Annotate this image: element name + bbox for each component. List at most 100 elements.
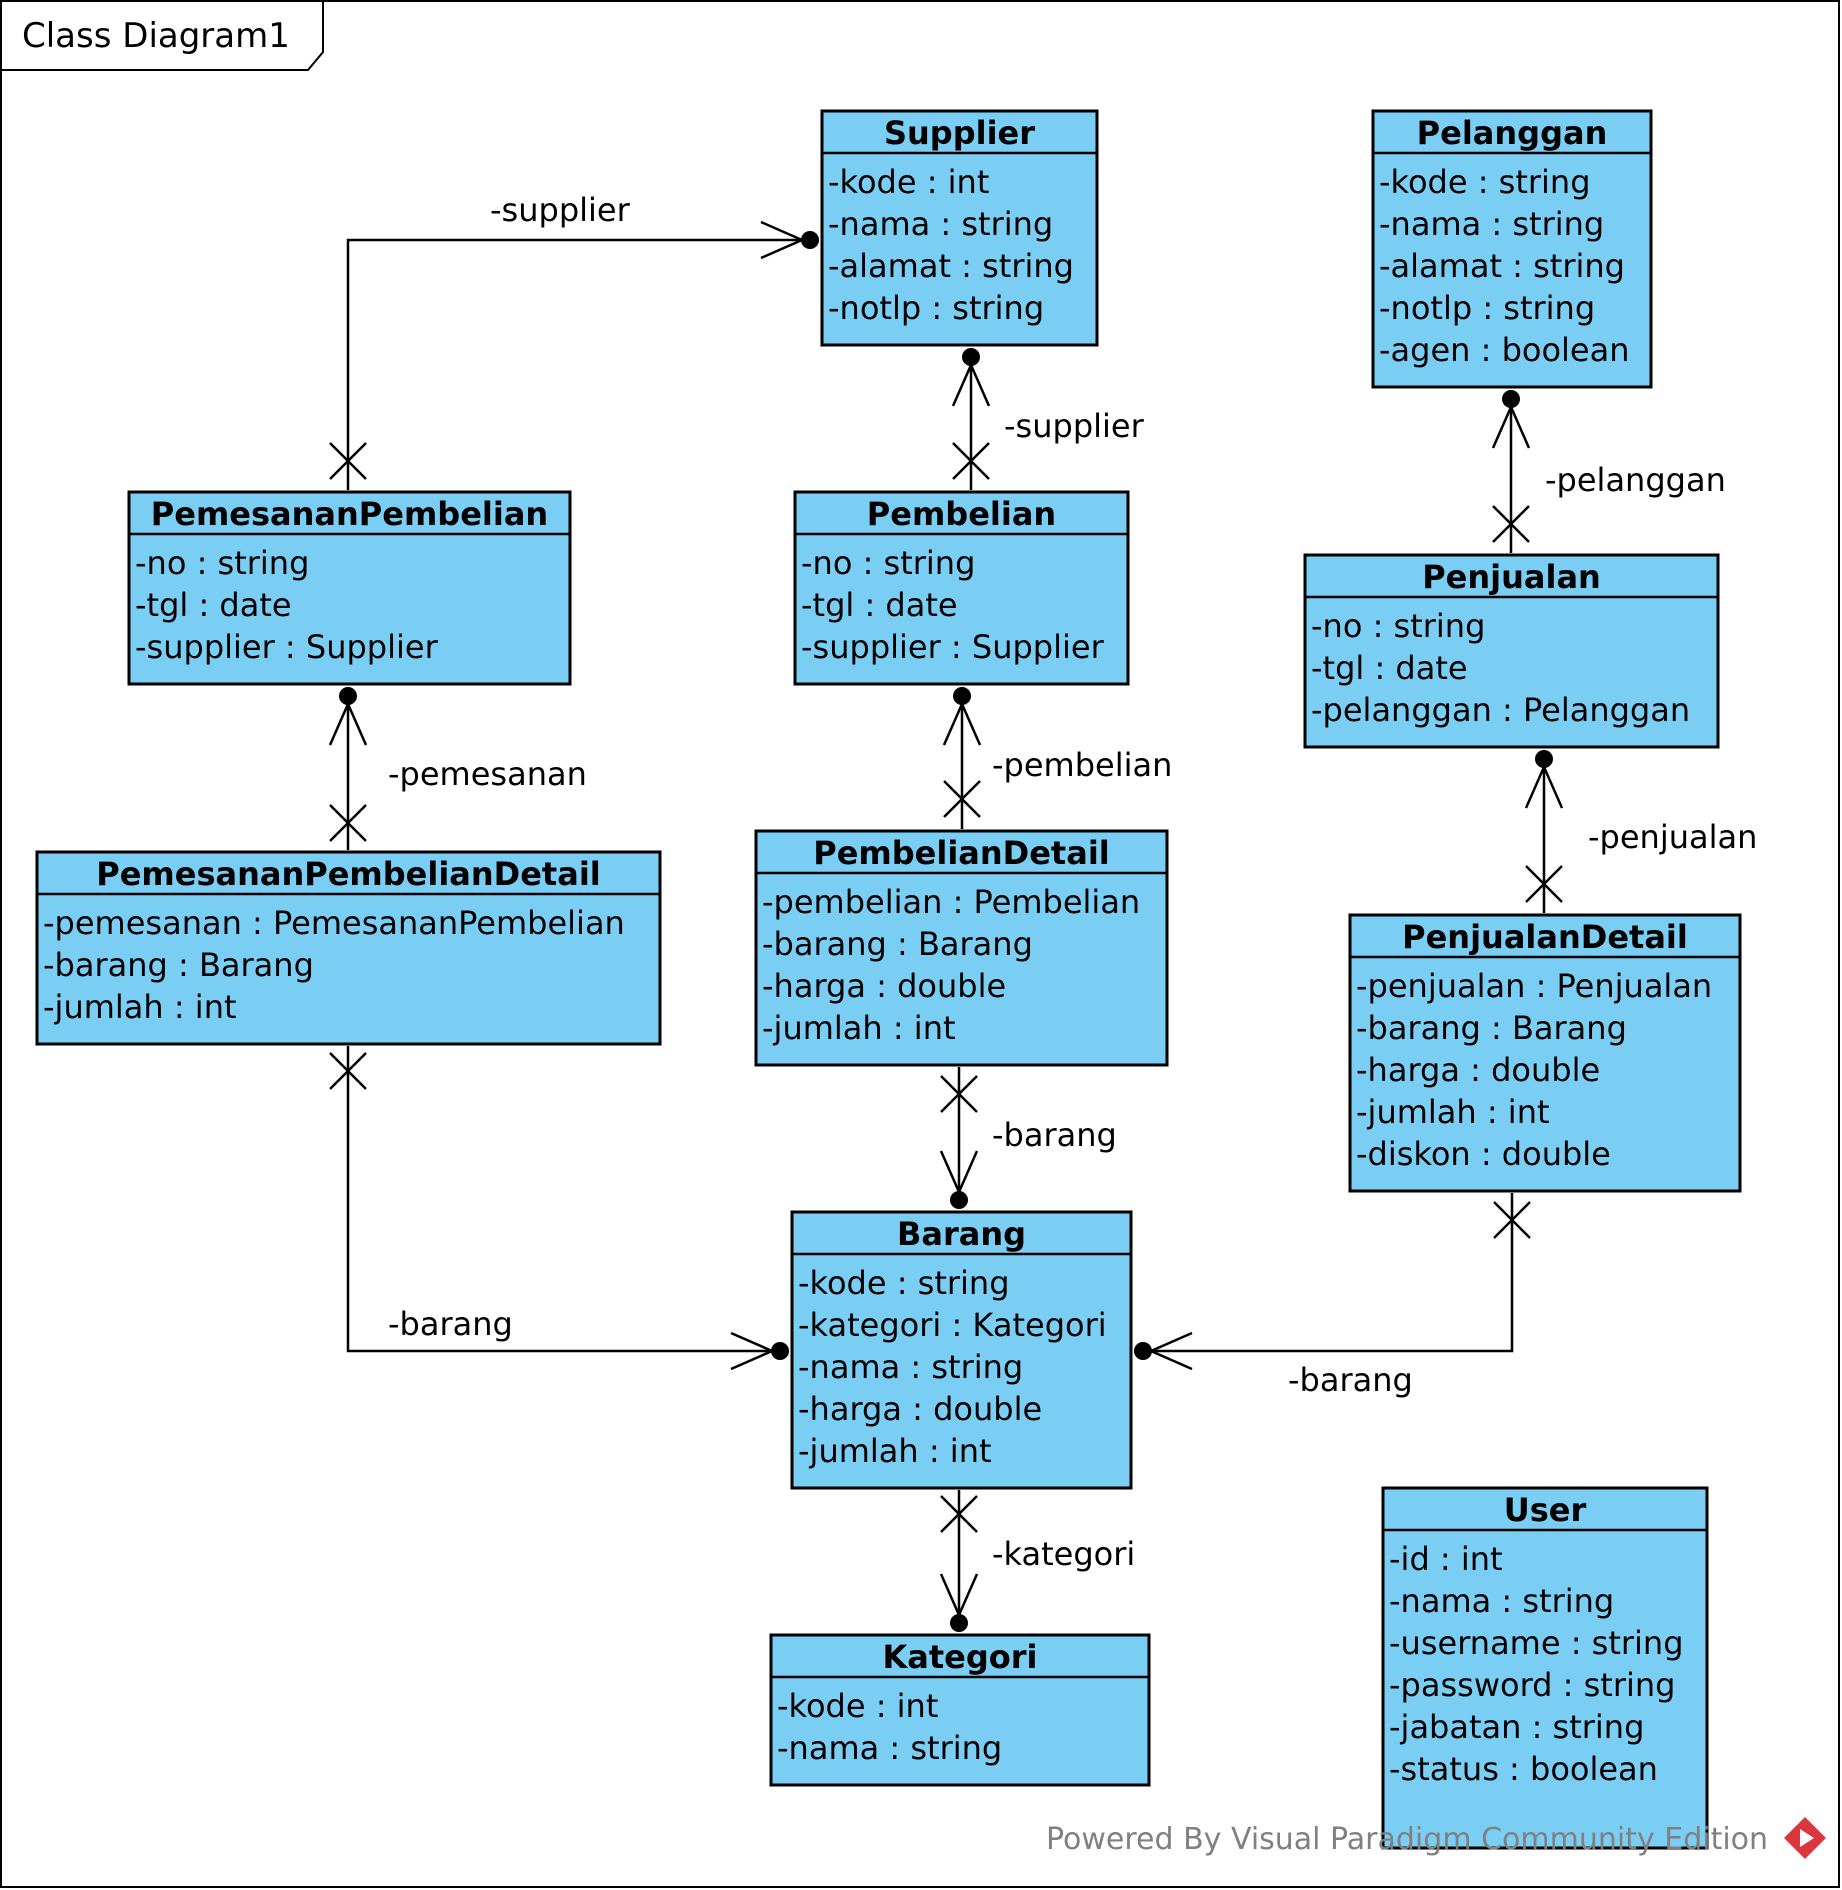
association-end-kategori-icon [939,1573,979,1632]
role-label-barang-kategori: -kategori [992,1535,1135,1573]
diagram-frame-tab [1,1,324,71]
class-box-barang[interactable]: Barang -kode : string -kategori : Kategori… [790,1210,1133,1490]
class-attribute: -nama : string [1379,205,1604,243]
class-name-penjualan-detail: PenjualanDetail [1402,918,1688,956]
class-attribute: -kategori : Kategori [798,1306,1107,1344]
class-box-supplier[interactable]: Supplier -kode : int -nama : string -alamat… [820,109,1099,347]
class-attribute: -supplier : Supplier [801,628,1105,666]
class-name-pemesanan-pembelian-detail: PemesananPembelianDetail [96,855,601,893]
role-label-pb-supplier: -supplier [1004,407,1145,445]
association-cross-icon [940,1075,978,1113]
diagram-title: Class Diagram1 [22,16,290,56]
role-label-pbd-pembelian: -pembelian [992,746,1172,784]
visual-paradigm-logo-icon [1784,1817,1826,1859]
class-box-penjualan[interactable]: Penjualan-no : string-tgl : date-pelangg… [1303,553,1720,749]
class-attribute: -tgl : date [135,586,292,624]
class-attribute: -username : string [1389,1624,1684,1662]
association-cross-icon [1525,865,1563,903]
class-attribute: -status : boolean [1389,1750,1658,1788]
class-attribute: -barang : Barang [762,925,1033,963]
class-attribute: -harga : double [798,1390,1042,1428]
role-label-pjd-penjualan: -penjualan [1588,818,1757,856]
association-end-pemesanan-icon [328,687,368,746]
role-label-pp-supplier: -supplier [490,191,631,229]
class-attribute: -jumlah : int [1356,1093,1550,1131]
association-cross-icon [329,442,367,480]
class-attribute: -notlp : string [828,289,1044,327]
class-name-user: User [1504,1491,1587,1529]
class-attribute: -nama : string [828,205,1053,243]
class-box-kategori[interactable]: Kategori-kode : int-nama : string [769,1633,1151,1787]
class-box-pelanggan[interactable]: Pelanggan -kode : string -nama : string -al… [1371,109,1653,389]
association-lines [328,220,1564,1632]
class-box-body [820,109,1099,347]
class-attribute: -tgl : date [1311,649,1468,687]
class-name-pelanggan: Pelanggan [1417,114,1608,152]
class-boxes: Supplier -kode : int -nama : string -alamat… [35,109,1742,1850]
association-end-pelanggan-icon [1491,390,1531,449]
class-box-body [127,490,572,686]
class-attribute: -harga : double [1356,1051,1600,1089]
association-pjd-barang [1143,1193,1514,1353]
class-attribute: -diskon : double [1356,1135,1611,1173]
association-cross-icon [1492,505,1530,543]
class-box-body [1348,913,1742,1193]
association-end-barang-icon [1134,1331,1193,1371]
association-end-barang-icon [730,1331,789,1371]
class-box-pemesanan-pembelian[interactable]: PemesananPembelian -no : string -tgl : dat… [127,490,572,686]
class-attribute: -alamat : string [828,247,1074,285]
class-attribute: -notlp : string [1379,289,1595,327]
class-attribute: -nama : string [1389,1582,1614,1620]
class-attribute: -penjualan : Penjualan [1356,967,1712,1005]
class-attribute: -barang : Barang [1356,1009,1627,1047]
association-cross-icon [329,804,367,842]
class-box-user[interactable]: User-id : int -nama : string -username : s… [1381,1486,1709,1850]
class-attribute: -jabatan : string [1389,1708,1644,1746]
class-attribute: -no : string [801,544,975,582]
class-attribute: -pelanggan : Pelanggan [1311,691,1690,729]
class-attribute: -no : string [135,544,309,582]
association-end-supplier-icon [760,220,819,260]
class-attribute: -nama : string [798,1348,1023,1386]
class-box-body [769,1633,1151,1787]
class-name-supplier: Supplier [884,114,1035,152]
class-box-body [35,850,662,1046]
class-attribute: -jumlah : int [798,1432,992,1470]
role-label-ppd-barang: -barang [388,1305,513,1343]
class-attribute: -pembelian : Pembelian [762,883,1140,921]
association-end-barang-icon [939,1150,979,1209]
class-name-kategori: Kategori [882,1638,1037,1676]
class-attribute: -supplier : Supplier [135,628,439,666]
class-box-pembelian[interactable]: Pembelian -no : string -tgl : date -supplie… [793,490,1130,686]
association-end-supplier-icon [951,348,991,407]
footer-watermark: Powered By Visual Paradigm Community Edi… [1046,1822,1768,1857]
class-name-barang: Barang [897,1215,1026,1253]
class-attribute: -tgl : date [801,586,958,624]
role-label-pj-pelanggan: -pelanggan [1545,461,1726,499]
role-label-pjd-barang: -barang [1288,1361,1413,1399]
class-attribute: -kode : int [828,163,989,201]
class-attribute: -kode : string [798,1264,1010,1302]
class-box-body [1381,1486,1709,1850]
class-box-penjualan-detail[interactable]: PenjualanDetail -penjualan : Penjualan -ba… [1348,913,1742,1193]
class-box-body [790,1210,1133,1490]
class-box-pemesanan-pembelian-detail[interactable]: PemesananPembelianDetail -pemesanan : Pem… [35,850,662,1046]
association-cross-icon [940,1495,978,1533]
class-box-body [793,490,1130,686]
role-label-ppd-pemesanan: -pemesanan [388,755,587,793]
class-attribute: -pemesanan : PemesananPembelian [43,904,625,942]
class-attribute: -agen : boolean [1379,331,1630,369]
class-attribute: -harga : double [762,967,1006,1005]
class-attribute: -nama : string [777,1729,1002,1767]
class-attribute: -jumlah : int [762,1009,956,1047]
class-attribute: -password : string [1389,1666,1675,1704]
class-name-pemesanan-pembelian: PemesananPembelian [151,495,548,533]
class-attribute: -kode : string [1379,163,1591,201]
class-attribute: -id : int [1389,1540,1503,1578]
class-name-pembelian: Pembelian [867,495,1056,533]
class-attribute: -alamat : string [1379,247,1625,285]
association-cross-icon [952,442,990,480]
class-box-pembelian-detail[interactable]: PembelianDetail-pembelian : Pembelian-ba… [754,829,1169,1067]
class-attribute: -barang : Barang [43,946,314,984]
